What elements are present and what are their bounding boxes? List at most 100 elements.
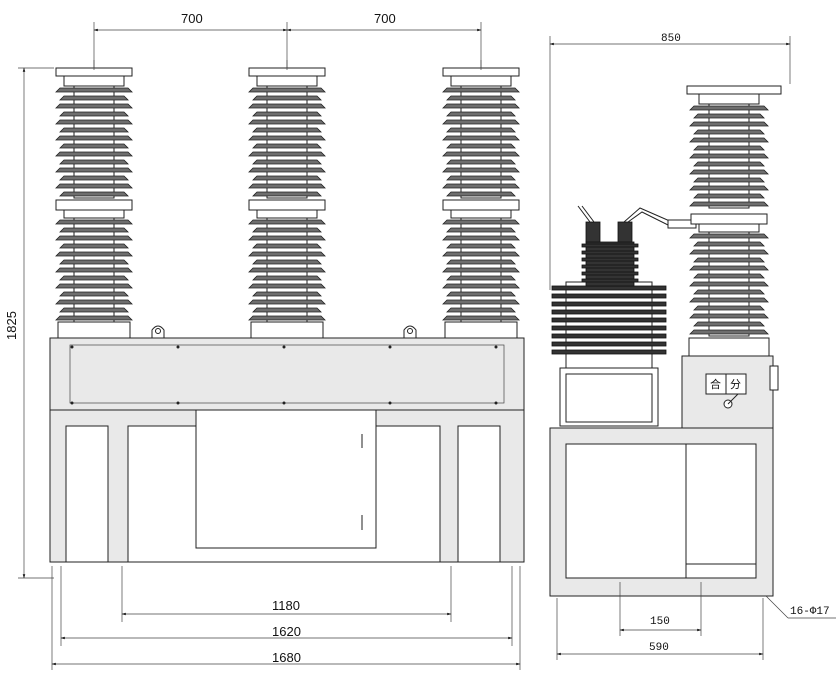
insulator-section — [248, 217, 326, 323]
ct-shed — [551, 325, 667, 331]
connection-bar — [577, 205, 697, 229]
front-cabinet — [49, 337, 525, 411]
shed — [252, 159, 322, 165]
shed — [442, 315, 520, 321]
shed — [446, 307, 516, 313]
ct-shed — [551, 309, 667, 315]
shed — [59, 227, 129, 233]
shed — [693, 257, 765, 263]
insulator-section — [55, 85, 133, 199]
shed — [252, 127, 322, 133]
shed — [55, 167, 133, 173]
dim-pole-spacing-left: 700 — [181, 11, 203, 26]
shed — [248, 87, 326, 93]
shed — [446, 159, 516, 165]
ct-shed — [551, 317, 667, 323]
shed — [252, 95, 322, 101]
shed — [689, 249, 769, 255]
insulator-section — [55, 217, 133, 323]
shed — [693, 177, 765, 183]
shed — [248, 151, 326, 157]
shed — [442, 87, 520, 93]
shed — [693, 161, 765, 167]
shed — [55, 151, 133, 157]
shed — [59, 275, 129, 281]
shed — [248, 251, 326, 257]
shed — [248, 119, 326, 125]
shed — [442, 219, 520, 225]
shed — [252, 291, 322, 297]
shed — [59, 291, 129, 297]
shed — [446, 243, 516, 249]
shed — [252, 227, 322, 233]
shed — [442, 135, 520, 141]
shed — [693, 113, 765, 119]
dim-foot-mid: 1620 — [272, 624, 301, 639]
shed — [55, 103, 133, 109]
ct-sheds — [551, 281, 667, 369]
shed — [689, 185, 769, 191]
ct-shed — [551, 341, 667, 347]
shed — [689, 297, 769, 303]
shed — [442, 283, 520, 289]
lifting-lug-left — [151, 325, 165, 339]
shed — [446, 191, 516, 197]
shed — [446, 227, 516, 233]
shed — [55, 315, 133, 321]
dim-height: 1825 — [4, 311, 19, 340]
shed — [689, 265, 769, 271]
shed — [689, 105, 769, 111]
ct-shed — [551, 301, 667, 307]
pole — [248, 60, 326, 339]
pole — [55, 60, 133, 339]
shed — [442, 267, 520, 273]
pole — [442, 60, 520, 339]
dim-pole-spacing-right: 700 — [374, 11, 396, 26]
shed — [55, 183, 133, 189]
shed — [446, 259, 516, 265]
ct-shed — [551, 285, 667, 291]
front-view — [49, 60, 525, 563]
shed — [252, 307, 322, 313]
shed — [442, 167, 520, 173]
shed — [55, 219, 133, 225]
transformer-body — [581, 221, 639, 287]
close-label: 合 — [710, 377, 721, 391]
shed — [689, 329, 769, 335]
shed — [252, 243, 322, 249]
shed — [446, 95, 516, 101]
shed — [59, 111, 129, 117]
shed — [248, 167, 326, 173]
insulator-section — [689, 103, 769, 209]
shed — [252, 143, 322, 149]
shed — [689, 169, 769, 175]
insulator-section — [689, 231, 769, 337]
shed — [55, 119, 133, 125]
insulator-section — [442, 217, 520, 323]
dim-foot-inner: 1180 — [272, 598, 300, 613]
side-view: 合 分 — [549, 85, 782, 597]
shed — [689, 201, 769, 207]
shed — [693, 145, 765, 151]
shed — [248, 315, 326, 321]
shed — [693, 321, 765, 327]
shed — [59, 127, 129, 133]
shed — [55, 251, 133, 257]
dim-overall-width: 1680 — [272, 650, 301, 665]
side-pole — [686, 85, 782, 357]
shed — [446, 291, 516, 297]
shed — [252, 259, 322, 265]
shed — [55, 235, 133, 241]
dim-side-gap: 150 — [650, 616, 670, 628]
ct-shed — [551, 293, 667, 299]
shed — [689, 137, 769, 143]
shed — [446, 143, 516, 149]
shed — [59, 143, 129, 149]
open-label: 分 — [730, 378, 741, 391]
shed — [693, 273, 765, 279]
shed — [693, 241, 765, 247]
ct-shed — [551, 333, 667, 339]
dim-mount-holes: 16-Φ17 — [790, 606, 830, 618]
shed — [248, 219, 326, 225]
